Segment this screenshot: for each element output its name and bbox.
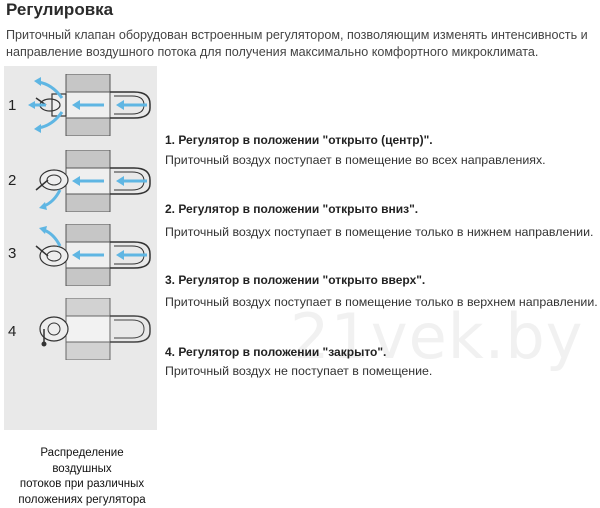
position-4-desc: Приточный воздух не поступает в помещени… — [165, 364, 433, 378]
valve-diagram-3 — [35, 224, 151, 286]
position-4-title: 4. Регулятор в положении "закрыто". — [165, 345, 387, 359]
watermark: 21vek.by — [290, 300, 584, 373]
position-1-title: 1. Регулятор в положении "открыто (центр… — [165, 133, 433, 147]
position-number-3: 3 — [8, 245, 17, 262]
valve-diagram-1 — [28, 74, 151, 136]
position-number-1: 1 — [8, 97, 17, 114]
position-number-2: 2 — [8, 172, 17, 189]
diagram-caption: Распределение воздушных потоков при разл… — [18, 447, 146, 506]
position-number-4: 4 — [8, 323, 17, 340]
position-2-title: 2. Регулятор в положении "открыто вниз". — [165, 202, 419, 216]
valve-diagram-4 — [39, 298, 151, 360]
position-3-desc: Приточный воздух поступает в помещение т… — [165, 295, 598, 309]
position-2-desc: Приточный воздух поступает в помещение т… — [165, 225, 594, 239]
position-3-title: 3. Регулятор в положении "открыто вверх"… — [165, 273, 426, 287]
valve-diagram-2 — [35, 150, 151, 212]
position-1-desc: Приточный воздух поступает в помещение в… — [165, 153, 546, 167]
page-title: Регулировка — [6, 0, 114, 19]
intro-text: Приточный клапан оборудован встроенным р… — [6, 28, 588, 59]
diagram-panel: 1 2 3 4 — [4, 66, 157, 506]
